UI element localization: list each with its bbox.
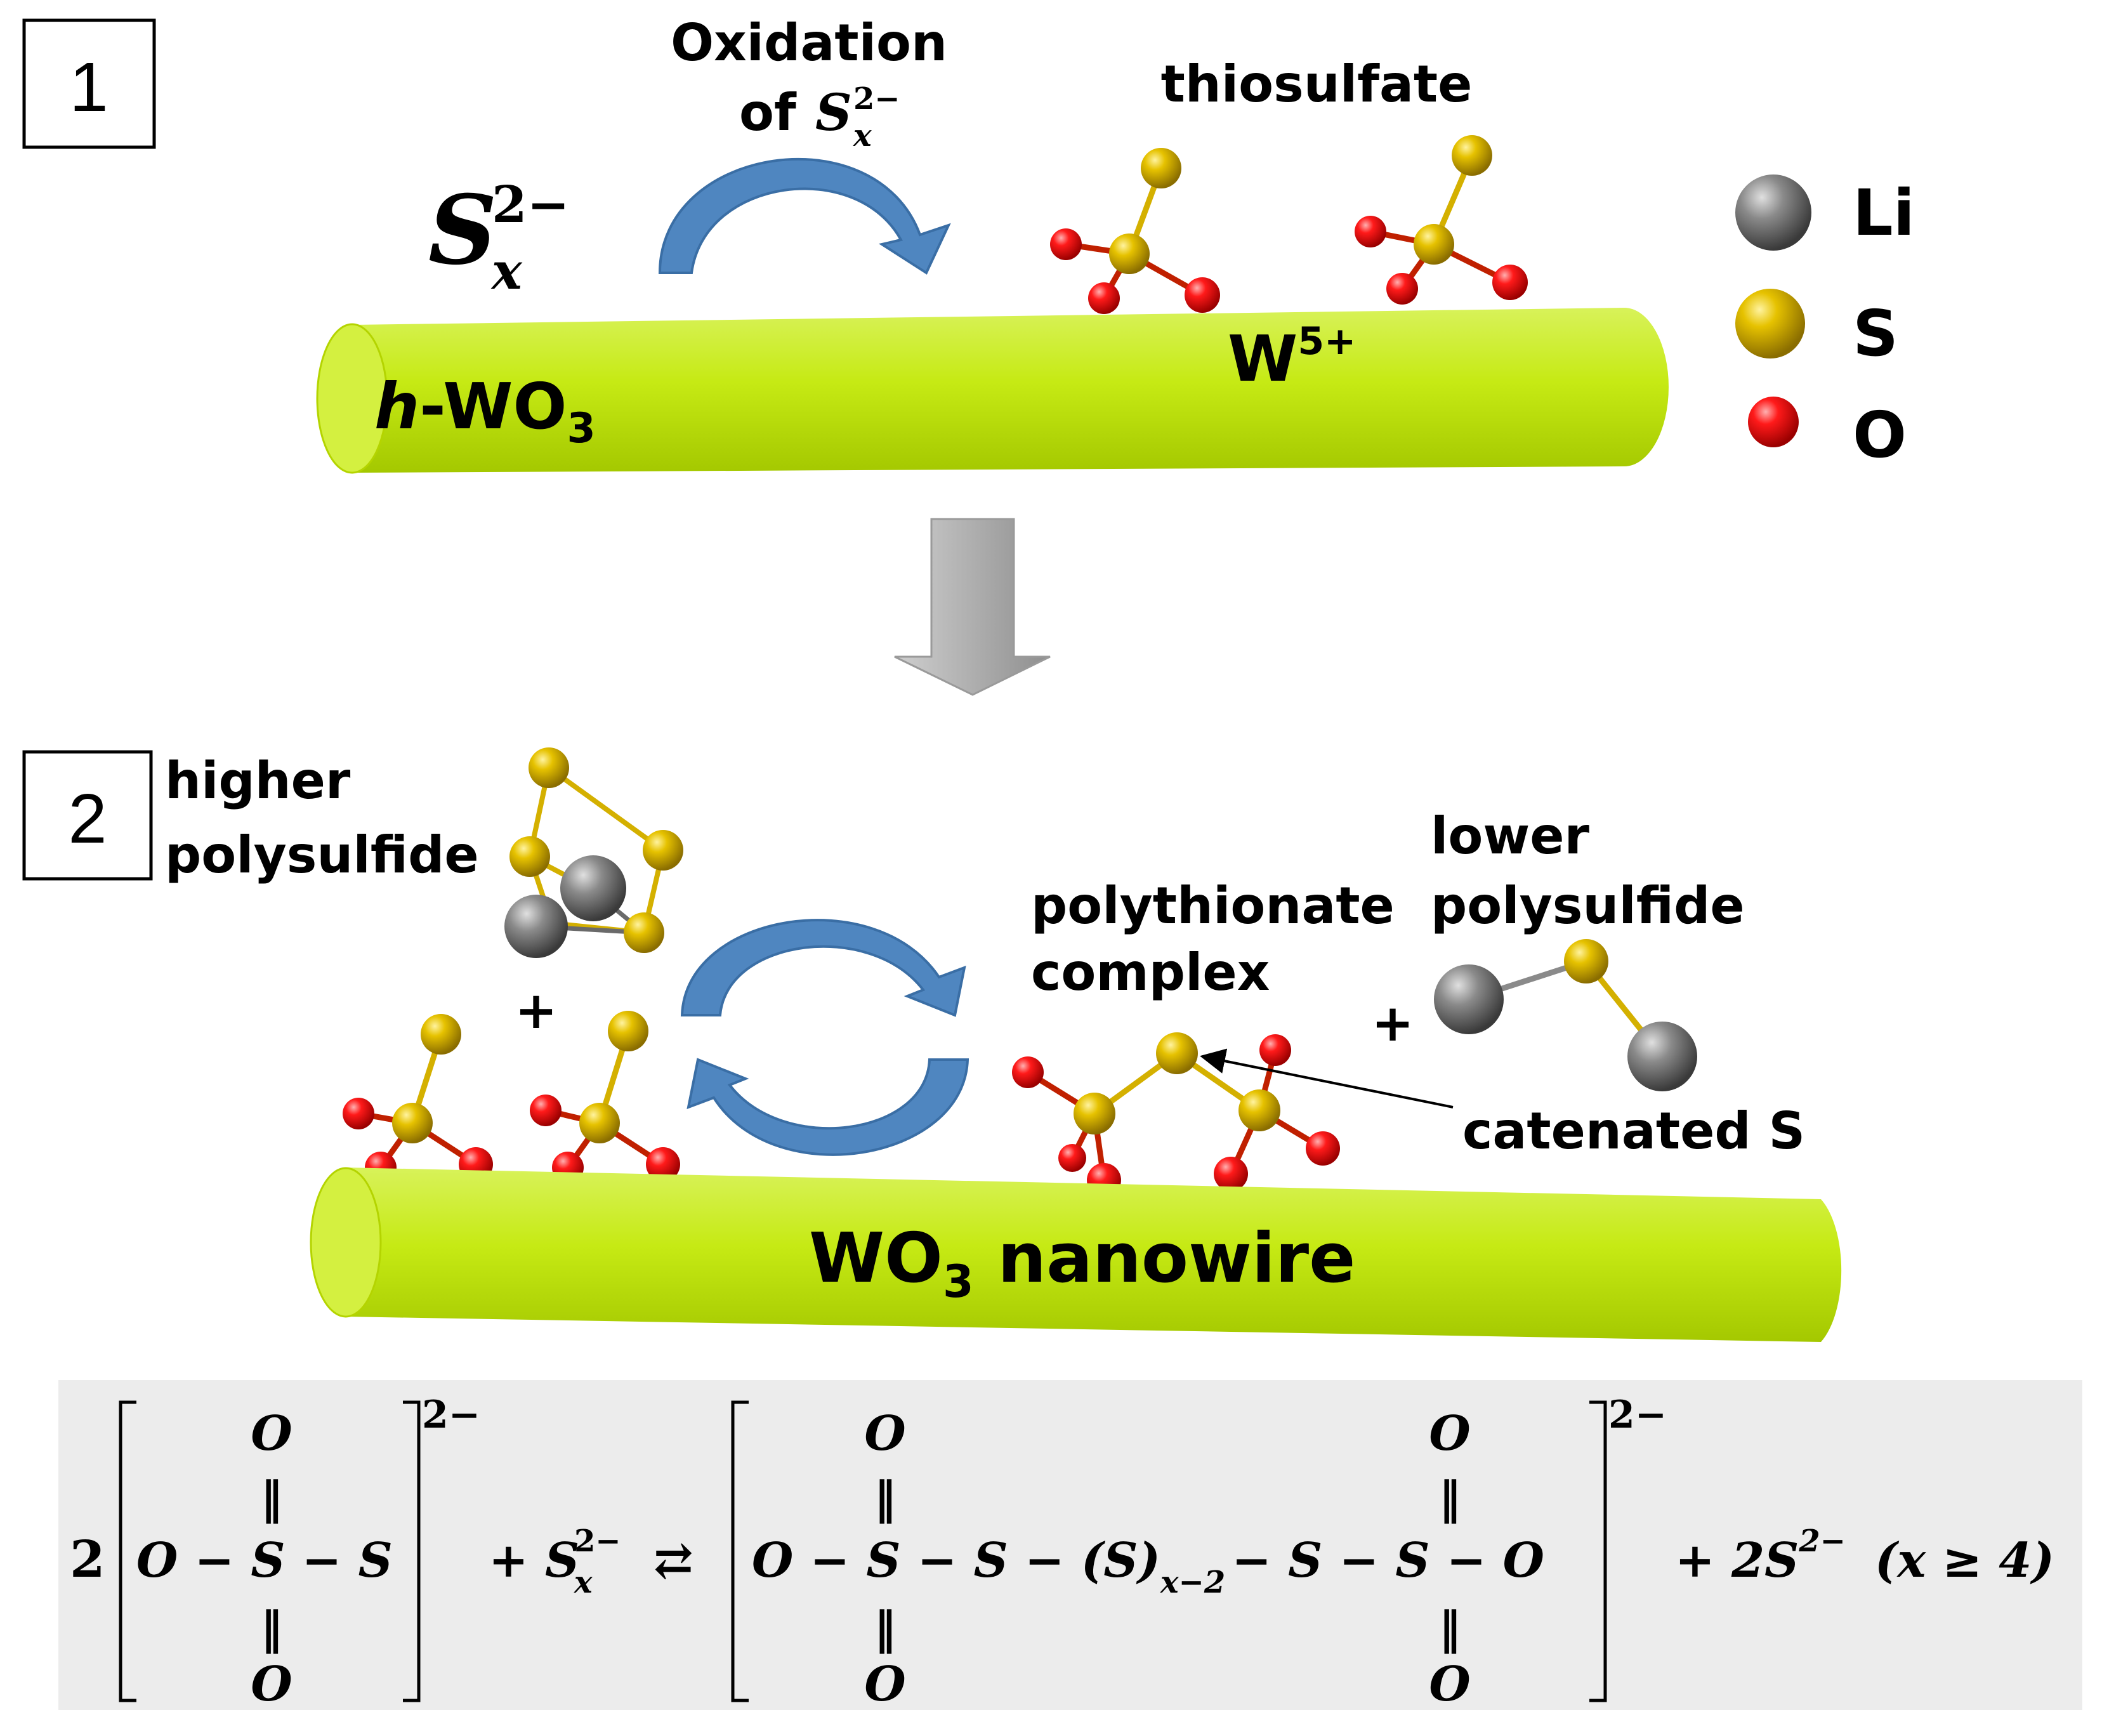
right-polythionate-row: O − S − S − (S)x−2− S − S − O bbox=[752, 1532, 1544, 1600]
sulfide-product: + 2S2− bbox=[1675, 1523, 1846, 1588]
polythionate-label-line1: polythionate bbox=[1031, 876, 1395, 935]
left-double-bond-top: ‖ bbox=[261, 1471, 283, 1524]
oxidation-label-charge: 2− bbox=[853, 81, 900, 117]
right-bracket-close bbox=[1589, 1400, 1607, 1702]
legend-sulfur-sphere bbox=[1735, 289, 1805, 358]
equation-coefficient: 2 bbox=[70, 1529, 105, 1589]
right-oxygen-top-1: O bbox=[864, 1405, 905, 1461]
thiosulfate-molecule-2 bbox=[1355, 135, 1528, 305]
lower-polysulfide-label-line1: lower bbox=[1431, 806, 1590, 865]
legend-lithium-label: Li bbox=[1853, 176, 1915, 250]
oxidation-label-s: S bbox=[815, 82, 852, 142]
transition-arrow bbox=[894, 518, 1051, 696]
higher-polysulfide-label-line1: higher bbox=[165, 751, 351, 810]
left-bracket-close bbox=[403, 1400, 421, 1702]
lower-polysulfide-label-line2: polysulfide bbox=[1431, 876, 1745, 935]
lower-polysulfide-molecule bbox=[1434, 939, 1697, 1091]
plus-polysulfide-charge: 2− bbox=[574, 1523, 621, 1559]
hwo3-rod bbox=[316, 308, 1669, 474]
cycle-arrow-top bbox=[680, 919, 966, 1017]
left-thiosulfate-row: O − S − S bbox=[136, 1532, 393, 1588]
panel-2-number: 2 bbox=[68, 780, 107, 858]
plus-sign-right: + bbox=[1371, 994, 1414, 1053]
catenated-s-pointer bbox=[1200, 1048, 1454, 1108]
cycle-arrow-bottom bbox=[686, 1058, 969, 1156]
left-oxygen-bottom: O bbox=[251, 1656, 292, 1712]
plus-polysulfide-subscript: x bbox=[574, 1565, 593, 1600]
equation-background bbox=[58, 1380, 2082, 1710]
legend-lithium-sphere bbox=[1735, 174, 1811, 251]
reaction-equation: 2 O ‖ O − S − S ‖ O 2− + S 2− x ⇄ O O ‖ … bbox=[58, 1380, 2082, 1712]
thiosulfate-molecule-4 bbox=[530, 1011, 680, 1183]
panel-1-number: 1 bbox=[69, 48, 108, 126]
thiosulfate-label: thiosulfate bbox=[1161, 55, 1473, 114]
right-double-bond-bottom-2: ‖ bbox=[1439, 1601, 1461, 1654]
panel-1: 1 S 2− x Oxidation of S 2− x thiosulfate… bbox=[22, 13, 1915, 474]
equilibrium-arrows: ⇄ bbox=[654, 1532, 693, 1588]
right-double-bond-top-2: ‖ bbox=[1439, 1471, 1461, 1524]
legend-oxygen-label: O bbox=[1853, 398, 1907, 472]
plus-sign-left: + bbox=[515, 981, 557, 1040]
legend: Li S O bbox=[1735, 174, 1915, 472]
right-oxygen-bottom-1: O bbox=[864, 1656, 905, 1712]
wo3-nanowire-label: WO3 nanowire bbox=[809, 1219, 1355, 1308]
right-bracket-open bbox=[731, 1400, 749, 1702]
right-double-bond-bottom-1: ‖ bbox=[874, 1601, 897, 1654]
plus-polysulfide-term: + S bbox=[489, 1532, 579, 1588]
wo3-nanowire-rod bbox=[310, 1167, 1842, 1342]
higher-polysulfide-label-line2: polysulfide bbox=[165, 825, 479, 884]
thiosulfate-molecule-3 bbox=[343, 1014, 493, 1183]
oxidation-label-subscript: x bbox=[853, 118, 872, 154]
hwo3-label: h-WO3 bbox=[374, 369, 596, 452]
left-bracket-open bbox=[119, 1400, 136, 1702]
polythionate-label-line2: complex bbox=[1031, 943, 1270, 1002]
panel-2-number-box bbox=[22, 750, 153, 881]
right-double-bond-top-1: ‖ bbox=[874, 1471, 897, 1524]
oxidation-arrow bbox=[658, 157, 951, 275]
left-oxygen-top: O bbox=[251, 1405, 292, 1461]
legend-sulfur-label: S bbox=[1853, 296, 1898, 371]
polysulfide-ion-charge: 2− bbox=[492, 174, 570, 234]
higher-polysulfide-molecule bbox=[504, 747, 683, 958]
catenated-s-label: catenated S bbox=[1462, 1101, 1805, 1161]
right-oxygen-top-2: O bbox=[1429, 1405, 1470, 1461]
left-double-bond-bottom: ‖ bbox=[261, 1601, 283, 1654]
panel-2: 2 higher polysulfide + bbox=[22, 747, 1842, 1342]
panel-1-number-box bbox=[22, 18, 156, 149]
right-oxygen-bottom-2: O bbox=[1429, 1656, 1470, 1712]
thiosulfate-molecule-1 bbox=[1050, 148, 1220, 314]
oxidation-label-line2: of bbox=[739, 83, 797, 142]
reaction-condition: (x ≥ 4) bbox=[1875, 1532, 2054, 1588]
legend-oxygen-sphere bbox=[1748, 397, 1799, 447]
polysulfide-ion-label: S bbox=[428, 174, 497, 286]
left-charge: 2− bbox=[422, 1393, 480, 1437]
oxidation-label-line1: Oxidation bbox=[671, 13, 947, 72]
w5-label: W5+ bbox=[1228, 319, 1356, 396]
polysulfide-ion-subscript: x bbox=[490, 241, 523, 301]
right-charge: 2− bbox=[1608, 1393, 1667, 1437]
polythionate-molecule bbox=[1012, 1032, 1340, 1197]
